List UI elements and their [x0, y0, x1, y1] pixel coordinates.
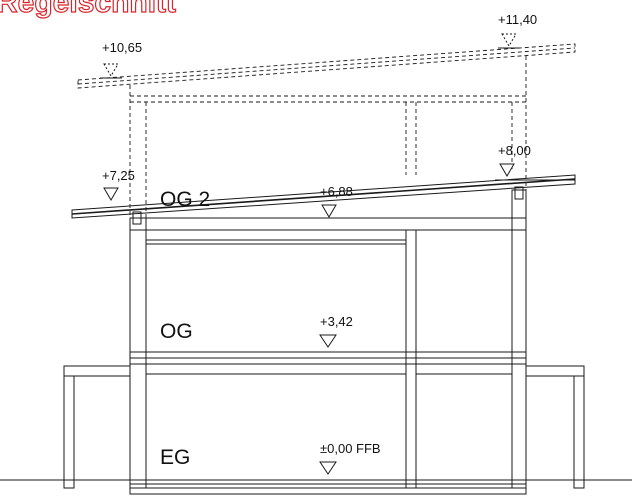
level-marker-eg: ±0,00 FFB [319, 441, 381, 475]
level-marker-og: +3,42 [319, 314, 353, 348]
level-label-roof2-right: +8,00 [498, 143, 531, 158]
annex-right [525, 365, 585, 489]
drawing-title: Regelschnitt [0, 0, 176, 19]
level-label-roof-right: +11,40 [498, 12, 537, 27]
level-marker-roof-left: +10,65 [100, 40, 142, 79]
annex-left [63, 365, 131, 489]
level-label-roof-left: +10,65 [102, 40, 142, 55]
ground [0, 479, 632, 495]
level-marker-roof2-left: +7,25 [102, 168, 135, 201]
floor-label-eg: EG [160, 446, 190, 469]
level-label-og2: +6,88 [320, 184, 353, 199]
og-slab [129, 351, 527, 375]
floor-label-og2: OG 2 [160, 188, 210, 211]
roof-slab [71, 174, 576, 225]
level-label-eg: ±0,00 FFB [320, 441, 381, 456]
floor-label-og: OG [160, 320, 193, 343]
level-label-og: +3,42 [320, 314, 353, 329]
og2-slab [129, 217, 527, 245]
level-marker-roof2-right: +8,00 [498, 143, 531, 177]
level-label-roof2-left: +7,25 [102, 168, 135, 183]
level-marker-roof-right: +11,40 [498, 12, 537, 49]
level-marker-og2: +6,88 [320, 184, 353, 218]
